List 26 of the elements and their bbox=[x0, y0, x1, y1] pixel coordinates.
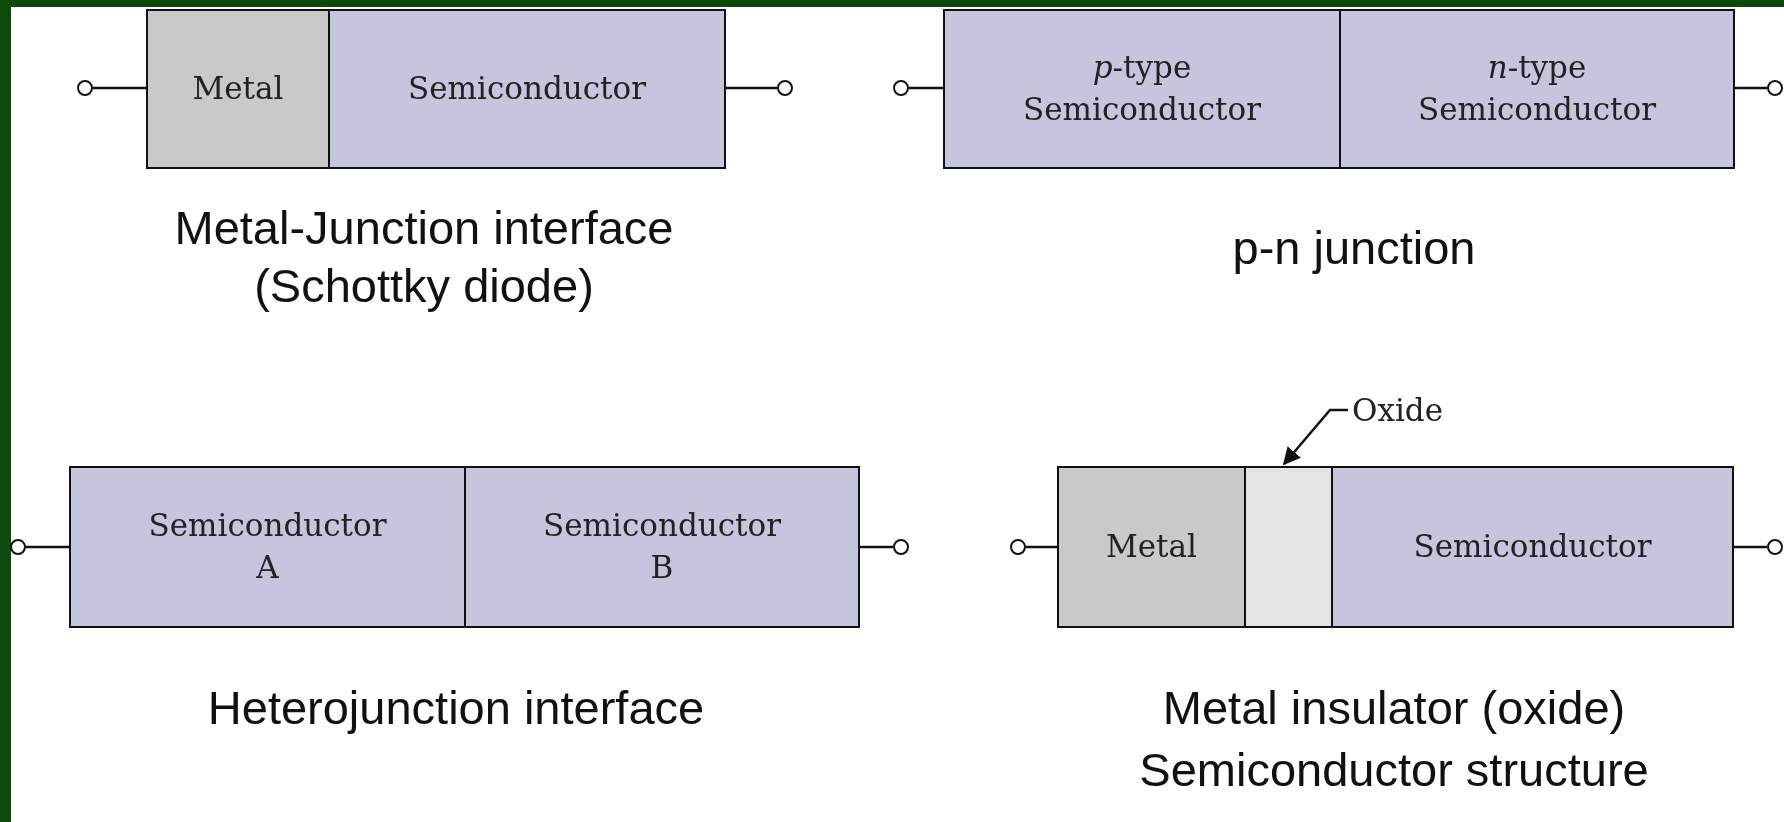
leader-arrow bbox=[1282, 408, 1348, 466]
material-layer: Semiconductor A bbox=[69, 466, 466, 628]
caption-text: (Schottky diode) bbox=[254, 258, 594, 313]
terminal-lead bbox=[726, 86, 777, 90]
callout-text: Oxide bbox=[1352, 392, 1443, 428]
caption-text: Metal-Junction interface bbox=[174, 200, 674, 255]
oxide-layer bbox=[1244, 466, 1333, 628]
terminal-lead bbox=[1026, 545, 1057, 549]
material-layer: Metal bbox=[1057, 466, 1246, 628]
material-layer: Semiconductor B bbox=[464, 466, 860, 628]
caption-text: Semiconductor structure bbox=[1139, 742, 1649, 797]
caption-text: Heterojunction interface bbox=[207, 680, 705, 735]
terminal-lead bbox=[26, 545, 69, 549]
caption-text: Metal insulator (oxide) bbox=[1162, 680, 1626, 735]
terminal-lead bbox=[93, 86, 146, 90]
terminal-lead bbox=[1734, 545, 1767, 549]
terminal-circle bbox=[10, 539, 26, 555]
material-layer: Metal bbox=[146, 9, 330, 169]
terminal-lead bbox=[1735, 86, 1767, 90]
terminal-lead bbox=[860, 545, 893, 549]
material-layer: n-type Semiconductor bbox=[1339, 9, 1735, 169]
material-layer: Semiconductor bbox=[328, 9, 726, 169]
material-layer: p-type Semiconductor bbox=[943, 9, 1341, 169]
material-layer: Semiconductor bbox=[1331, 466, 1734, 628]
terminal-lead bbox=[909, 86, 943, 90]
caption-text: p-n junction bbox=[1232, 220, 1476, 275]
